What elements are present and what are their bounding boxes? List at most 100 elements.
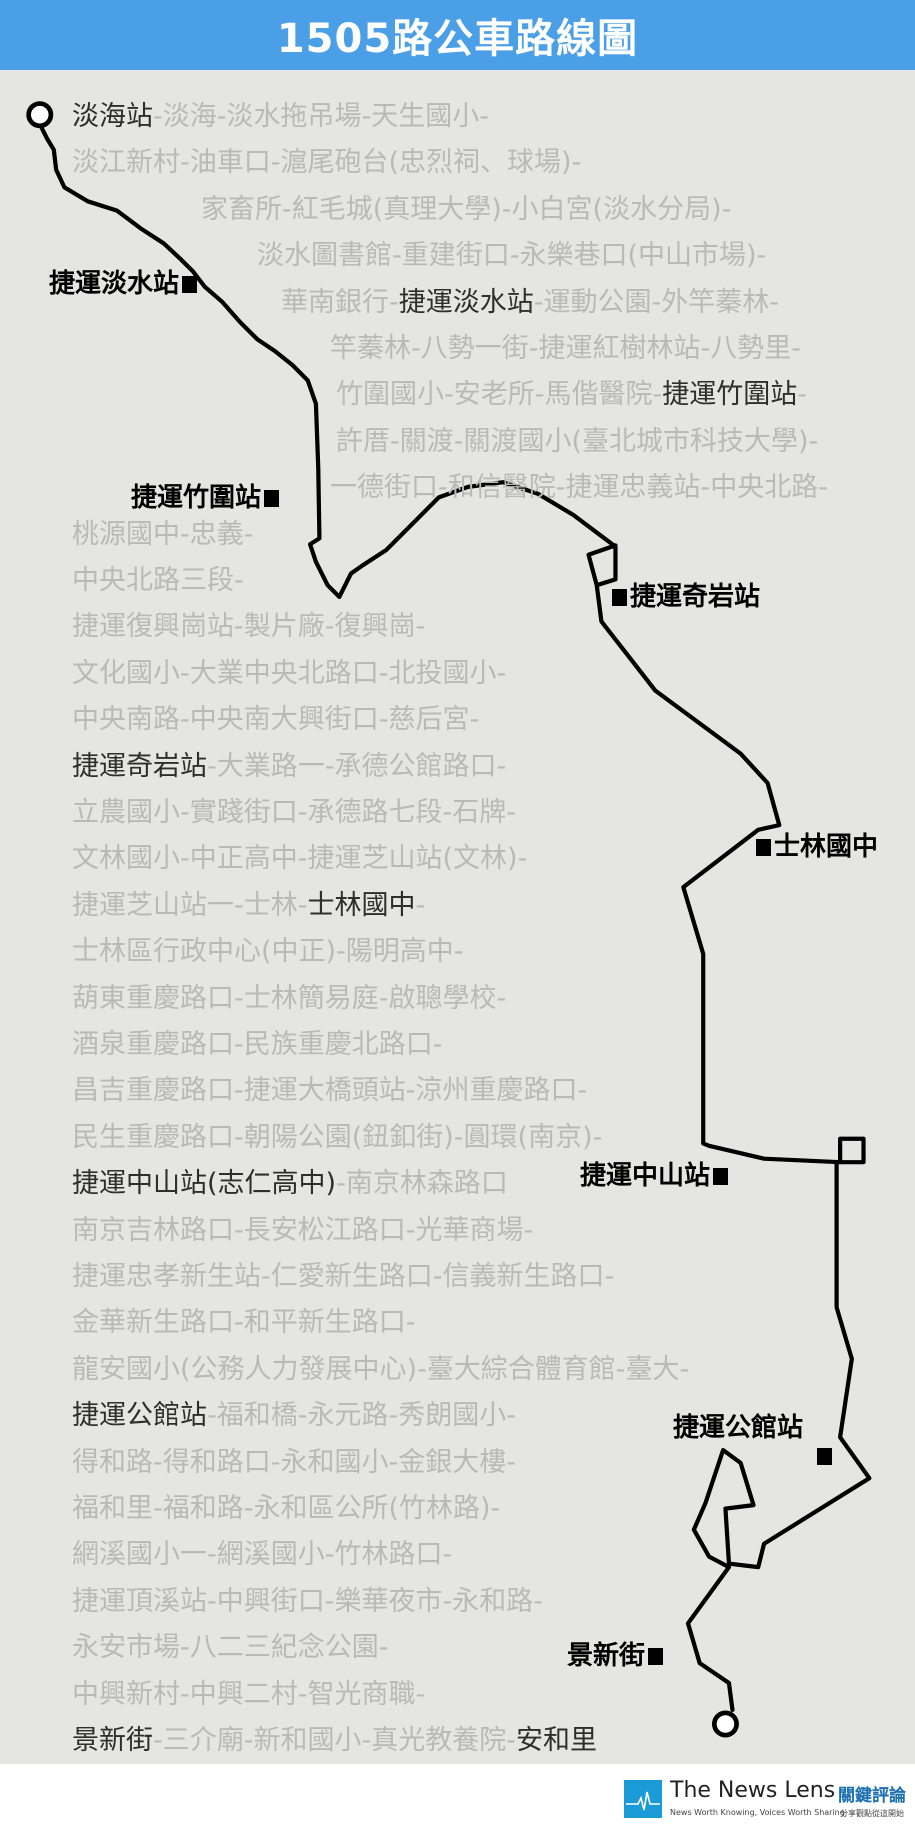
map-label-zhongshan: 捷運中山站 xyxy=(580,1160,729,1192)
stop-names: - xyxy=(797,379,807,411)
stop-row: 華南銀行-捷運淡水站-運動公園-外竿蓁林- xyxy=(281,287,779,319)
stop-names: -福和橋-永元路-秀朗國小- xyxy=(207,1400,516,1432)
stop-names: 得和路-得和路口-永和國小-金銀大樓- xyxy=(72,1446,516,1478)
stop-names: 昌吉重慶路口-捷運大橋頭站-涼州重慶路口- xyxy=(72,1075,588,1107)
stop-names: 文化國小-大業中央北路口-北投國小- xyxy=(72,657,507,689)
stop-row: 竹圍國小-安老所-馬偕醫院-捷運竹圍站- xyxy=(336,379,807,411)
stop-row: 一德街口-和信醫院-捷運忠義站-中央北路- xyxy=(330,472,828,504)
tagline: News Worth Knowing, Voices Worth Sharing xyxy=(670,1808,845,1817)
stop-row: 家畜所-紅毛城(真理大學)-小白宮(淡水分局)- xyxy=(201,194,731,226)
station-marker-icon xyxy=(756,838,771,856)
stop-row: 網溪國小一-網溪國小-竹林路口- xyxy=(72,1539,452,1571)
stop-row: 竿蓁林-八勢一街-捷運紅樹林站-八勢里- xyxy=(330,333,801,365)
station-marker-icon xyxy=(612,588,627,606)
stop-row: 文化國小-大業中央北路口-北投國小- xyxy=(72,658,506,690)
stop-names: 捷運復興崗站-製片廠-復興崗- xyxy=(72,611,426,643)
station-marker-icon xyxy=(264,489,280,507)
stop-names: 文林國小-中正高中-捷運芝山站(文林)- xyxy=(72,843,528,875)
stop-row: 龍安國小(公務人力發展中心)-臺大綜合體育館-臺大- xyxy=(72,1354,689,1386)
stop-row: 桃源國中-忠義- xyxy=(72,519,254,551)
stop-row: 捷運公館站-福和橋-永元路-秀朗國小- xyxy=(72,1400,516,1432)
station-marker-icon xyxy=(713,1167,729,1185)
stop-names: 士林區行政中心(中正)-陽明高中- xyxy=(72,936,464,968)
stop-names: 竿蓁林-八勢一街-捷運紅樹林站-八勢里- xyxy=(330,333,801,364)
stop-names: 中興新村-中興二村-智光商職- xyxy=(72,1678,426,1710)
stop-row: 立農國小-實踐街口-承德路七段-石牌- xyxy=(72,797,516,829)
station-name: 捷運中山站 xyxy=(580,1161,711,1191)
stop-names: -淡海-淡水拖吊場-天生國小- xyxy=(153,101,489,132)
stop-row: 南京吉林路口-長安松江路口-光華商場- xyxy=(72,1215,533,1247)
stop-names: 酒泉重慶路口-民族重慶北路口- xyxy=(72,1029,443,1060)
stop-names: 捷運頂溪站-中興街口-樂華夜市-永和路- xyxy=(72,1585,543,1617)
stop-names: -運動公園-外竿蓁林- xyxy=(533,286,779,318)
stop-names: 中央南路-中央南大興街口-慈后宮- xyxy=(72,704,480,736)
stop-names: 桃源國中-忠義- xyxy=(72,518,254,550)
map-label-qiyan: 捷運奇岩站 xyxy=(612,581,760,613)
highlighted-stop: 安和里 xyxy=(515,1725,597,1756)
stop-names: 永安市場-八二三紀念公園- xyxy=(72,1632,389,1664)
stop-names: 金華新生路口-和平新生路口- xyxy=(72,1307,416,1339)
stop-row: 捷運復興崗站-製片廠-復興崗- xyxy=(72,611,425,643)
news-lens-logo-icon xyxy=(624,1780,662,1818)
footer xyxy=(0,1764,915,1834)
page-title: 1505路公車路線圖 xyxy=(276,16,639,62)
map-label-tamsui: 捷運淡水站 xyxy=(49,268,198,300)
stop-names: -大業路一-承德公館路口- xyxy=(207,750,507,782)
stop-row: 葫東重慶路口-士林簡易庭-啟聰學校- xyxy=(72,983,506,1015)
highlighted-stop: 捷運淡水站 xyxy=(398,286,534,318)
stop-row: 中央南路-中央南大興街口-慈后宮- xyxy=(72,704,479,736)
highlighted-stop: 捷運奇岩站 xyxy=(72,750,207,782)
station-name: 捷運公館站 xyxy=(673,1413,804,1443)
stop-names: 南京吉林路口-長安松江路口-光華商場- xyxy=(72,1214,534,1246)
stop-names: 民生重慶路口-朝陽公園(鈕釦街)-圓環(南京)- xyxy=(72,1121,603,1153)
station-marker-icon xyxy=(182,275,198,293)
stop-names: 網溪國小一-網溪國小-竹林路口- xyxy=(72,1539,453,1571)
stop-row: 捷運忠孝新生站-仁愛新生路口-信義新生路口- xyxy=(72,1261,614,1293)
stop-row: 士林區行政中心(中正)-陽明高中- xyxy=(72,936,464,968)
map-label-gongguan: 捷運公館站 xyxy=(673,1412,803,1444)
stop-names: 許厝-關渡-關渡國小(臺北城市科技大學)- xyxy=(336,425,819,457)
stop-names: 華南銀行- xyxy=(281,286,399,318)
stop-names: 一德街口-和信醫院-捷運忠義站-中央北路- xyxy=(330,472,828,504)
station-name: 捷運淡水站 xyxy=(49,269,180,299)
stop-names: 福和里-福和路-永和區公所(竹林路)- xyxy=(72,1493,501,1524)
stop-names: 淡水圖書館-重建街口-永樂巷口(中山市場)- xyxy=(257,240,767,272)
stop-row: 得和路-得和路口-永和國小-金銀大樓- xyxy=(72,1447,516,1479)
stop-names: -三介廟-新和國小-真光教養院- xyxy=(153,1725,516,1756)
stop-row: 金華新生路口-和平新生路口- xyxy=(72,1307,416,1339)
highlighted-stop: 淡海站 xyxy=(72,101,153,132)
stop-row: 中興新村-中興二村-智光商職- xyxy=(72,1679,425,1711)
stop-row: 淡江新村-油車口-滬尾砲台(忠烈祠、球場)- xyxy=(72,147,581,179)
stop-row: 永安市場-八二三紀念公園- xyxy=(72,1632,389,1664)
stop-row: 福和里-福和路-永和區公所(竹林路)- xyxy=(72,1493,500,1525)
stop-row: 淡海站-淡海-淡水拖吊場-天生國小- xyxy=(72,101,489,133)
stop-names: -南京林森路口 xyxy=(336,1168,508,1200)
stop-row: 昌吉重慶路口-捷運大橋頭站-涼州重慶路口- xyxy=(72,1075,587,1107)
map-label-jingxin: 景新街 xyxy=(567,1640,664,1672)
station-name: 士林國中 xyxy=(774,832,879,862)
brand-name: The News Lens xyxy=(670,1778,836,1803)
stop-names: 竹圍國小-安老所-馬偕醫院- xyxy=(336,379,663,411)
highlighted-stop: 捷運公館站 xyxy=(72,1400,207,1432)
stop-names: 家畜所-紅毛城(真理大學)-小白宮(淡水分局)- xyxy=(201,193,732,225)
stop-names: - xyxy=(415,889,426,921)
highlighted-stop: 捷運竹圍站 xyxy=(662,379,798,411)
stop-row: 捷運頂溪站-中興街口-樂華夜市-永和路- xyxy=(72,1586,543,1618)
brand-name-cn: 關鍵評論 xyxy=(838,1786,906,1806)
station-name: 捷運奇岩站 xyxy=(630,582,761,612)
stop-row: 中央北路三段- xyxy=(72,565,244,597)
stop-row: 景新街-三介廟-新和國小-真光教養院-安和里 xyxy=(72,1725,597,1757)
title-bar: 1505路公車路線圖 xyxy=(0,0,915,70)
stop-row: 民生重慶路口-朝陽公園(鈕釦街)-圓環(南京)- xyxy=(72,1122,602,1154)
stop-names: 立農國小-實踐街口-承德路七段-石牌- xyxy=(72,797,516,828)
station-name: 捷運竹圍站 xyxy=(131,483,262,513)
highlighted-stop: 士林國中 xyxy=(307,889,416,921)
stop-names: 捷運忠孝新生站-仁愛新生路口-信義新生路口- xyxy=(72,1261,615,1292)
station-name: 景新街 xyxy=(567,1641,646,1671)
start-terminal-icon xyxy=(26,101,54,129)
end-terminal-icon xyxy=(711,1710,739,1738)
stop-row: 淡水圖書館-重建街口-永樂巷口(中山市場)- xyxy=(257,240,766,272)
gongguan-marker-icon xyxy=(817,1448,832,1465)
highlighted-stop: 景新街 xyxy=(72,1725,153,1756)
